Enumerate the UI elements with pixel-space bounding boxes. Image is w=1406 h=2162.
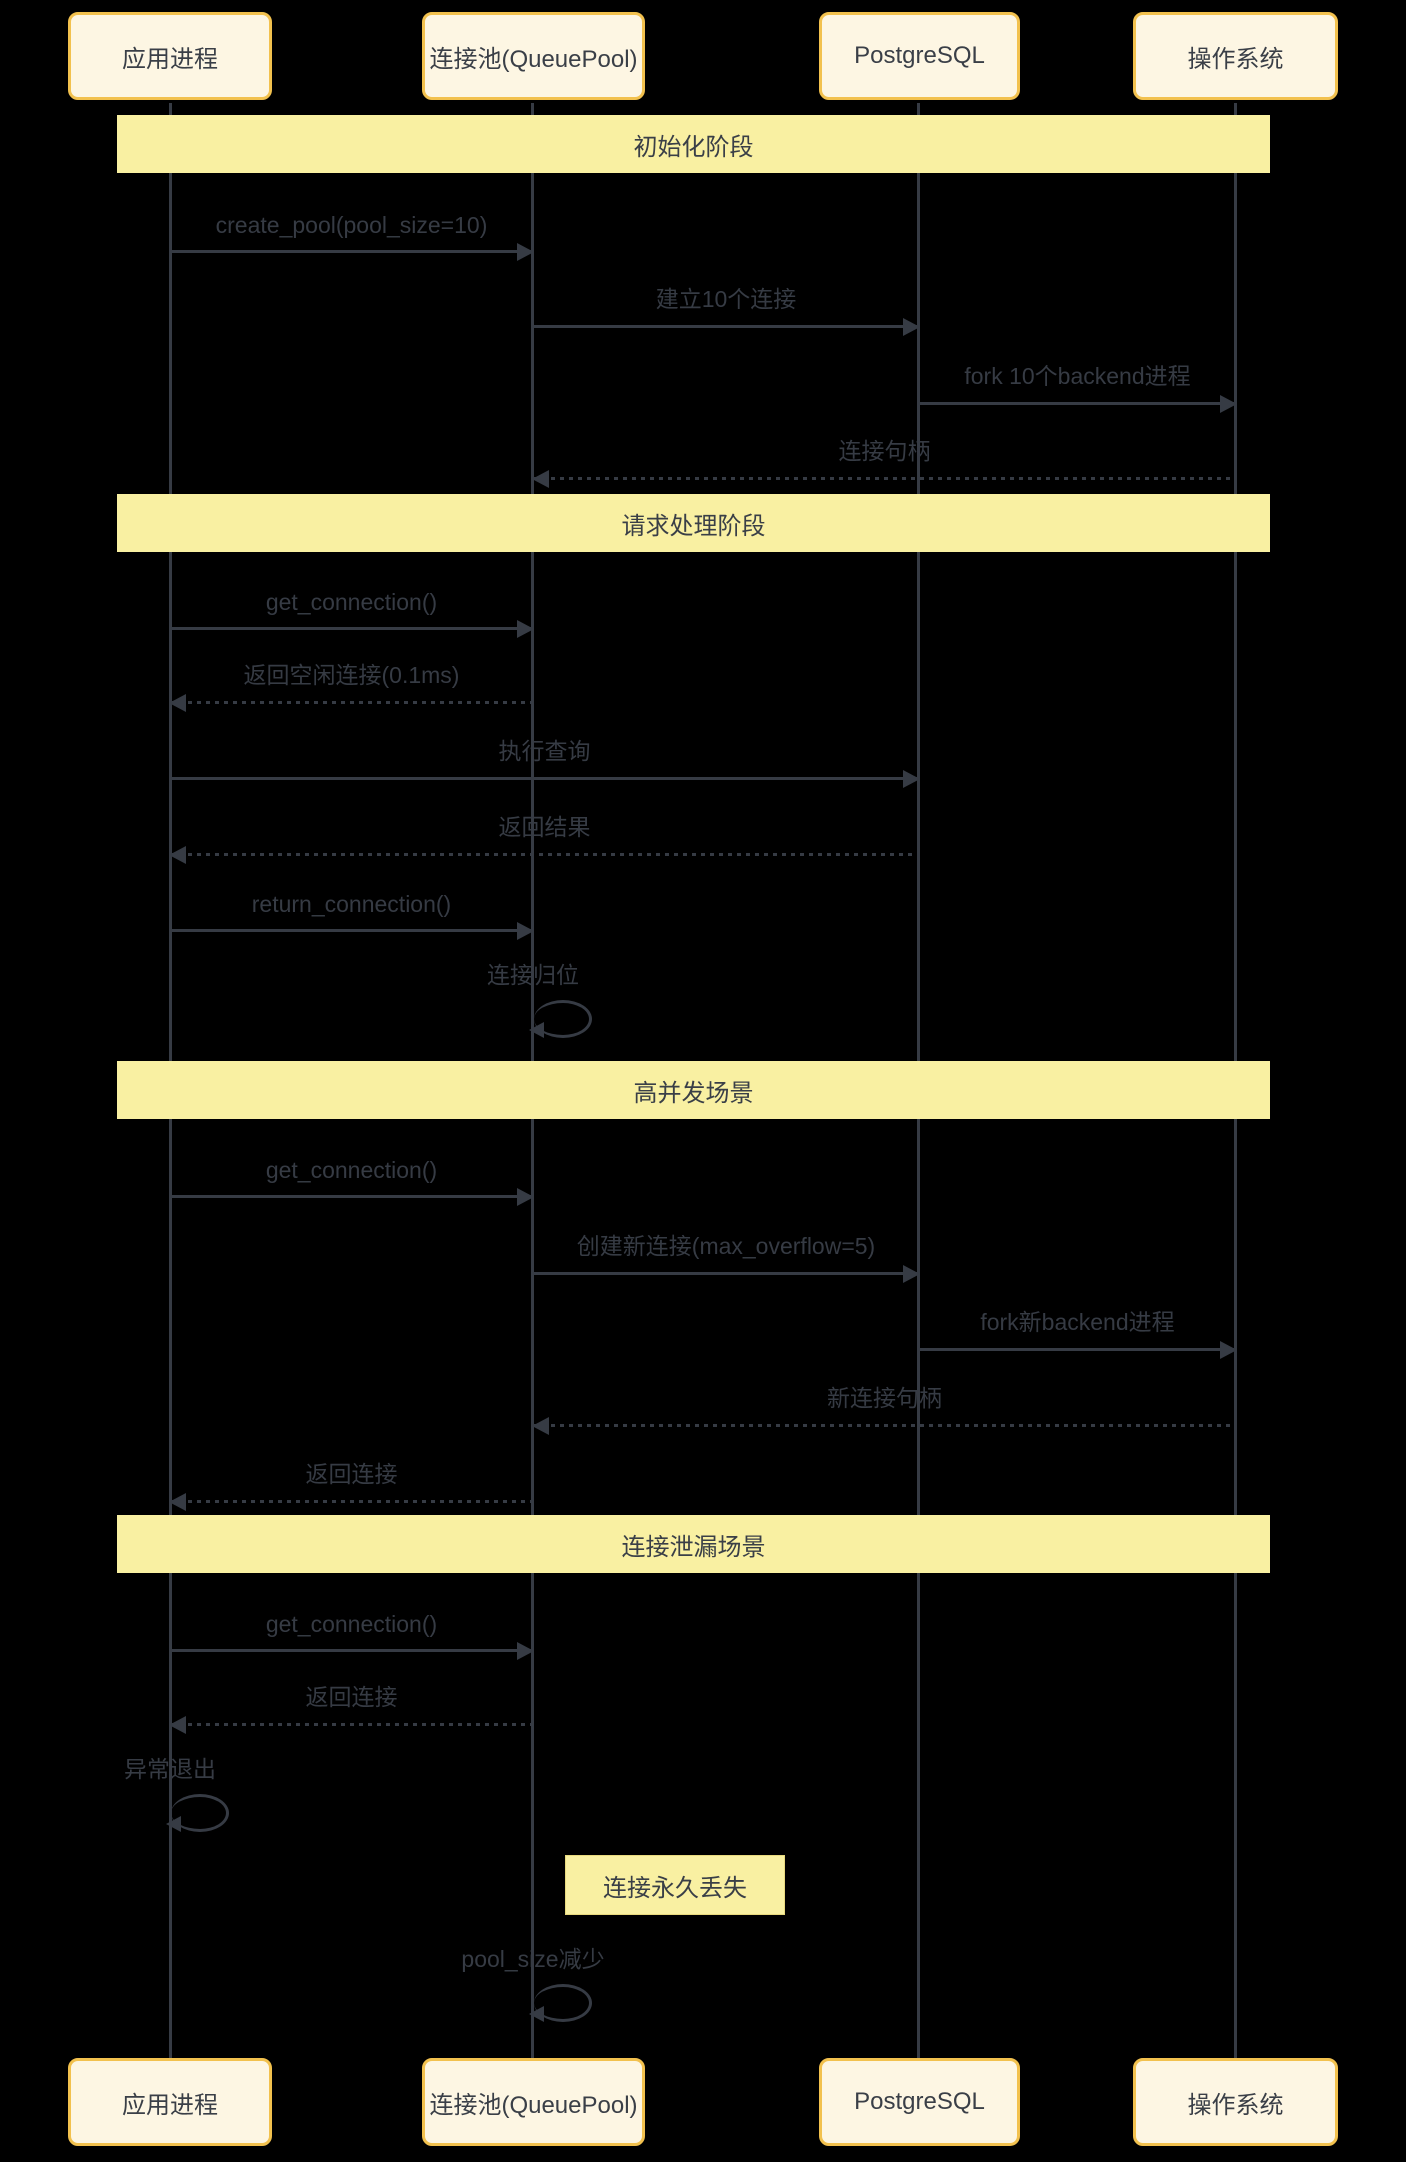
actor-top-app: 应用进程 xyxy=(68,12,272,100)
message-create-pool: create_pool(pool_size=10) xyxy=(170,201,534,261)
arrowhead-right-icon xyxy=(517,620,534,638)
self-loop-icon xyxy=(534,1000,592,1038)
arrowhead-right-icon xyxy=(517,922,534,940)
message-return-result: 返回结果 xyxy=(169,804,919,864)
arrowhead-left-icon xyxy=(529,2006,544,2022)
actor-top-pg: PostgreSQL xyxy=(819,12,1020,100)
arrowhead-right-icon xyxy=(517,243,534,261)
arrow-line xyxy=(533,325,919,328)
arrowhead-left-icon xyxy=(169,846,186,864)
section-band-request: 请求处理阶段 xyxy=(117,494,1270,552)
arrow-line xyxy=(919,1348,1236,1351)
section-label: 请求处理阶段 xyxy=(621,512,766,540)
actor-bottom-app: 应用进程 xyxy=(68,2058,272,2146)
actor-label: 连接池(QueuePool) xyxy=(429,2091,638,2119)
section-band-concurrent: 高并发场景 xyxy=(117,1061,1270,1119)
message-return-connection-1: 返回连接 xyxy=(169,1451,533,1511)
arrow-line xyxy=(533,1272,919,1275)
arrow-line xyxy=(170,701,533,704)
arrowhead-left-icon xyxy=(169,694,186,712)
message-get-connection-1: get_connection() xyxy=(170,578,534,638)
arrow-line xyxy=(170,929,533,932)
arrowhead-right-icon xyxy=(1220,395,1237,413)
arrow-line xyxy=(533,477,1236,480)
section-label: 初始化阶段 xyxy=(633,133,754,161)
arrowhead-right-icon xyxy=(1220,1341,1237,1359)
message-get-connection-3: get_connection() xyxy=(170,1600,534,1660)
arrow-line xyxy=(170,627,533,630)
message-establish-connections: 建立10个连接 xyxy=(533,276,920,336)
message-fork-backends: fork 10个backend进程 xyxy=(919,353,1237,413)
actor-label: 应用进程 xyxy=(122,45,218,73)
message-new-connection-handle: 新连接句柄 xyxy=(532,1375,1236,1435)
actor-label: 操作系统 xyxy=(1187,45,1284,73)
arrowhead-right-icon xyxy=(903,318,920,336)
message-create-new-connection: 创建新连接(max_overflow=5) xyxy=(533,1223,920,1283)
arrowhead-left-icon xyxy=(532,1417,549,1435)
arrowhead-left-icon xyxy=(169,1716,186,1734)
arrowhead-left-icon xyxy=(529,1022,544,1038)
arrow-line xyxy=(170,853,919,856)
message-connection-handles: 连接句柄 xyxy=(532,428,1236,488)
actor-label: PostgreSQL xyxy=(854,42,985,69)
arrowhead-left-icon xyxy=(166,1816,181,1832)
actor-label: 连接池(QueuePool) xyxy=(429,45,638,73)
arrowhead-right-icon xyxy=(903,770,920,788)
message-return-idle-connection: 返回空闲连接(0.1ms) xyxy=(169,652,533,712)
section-band-init: 初始化阶段 xyxy=(117,115,1270,173)
section-band-leak: 连接泄漏场景 xyxy=(117,1515,1270,1573)
message-return-connection-2: 返回连接 xyxy=(169,1674,533,1734)
note-label: 连接永久丢失 xyxy=(603,1874,747,1902)
section-label: 高并发场景 xyxy=(633,1079,754,1107)
message-execute-query: 执行查询 xyxy=(170,728,920,788)
arrowhead-left-icon xyxy=(532,470,549,488)
self-loop-icon xyxy=(534,1984,592,2022)
arrowhead-right-icon xyxy=(517,1188,534,1206)
arrowhead-right-icon xyxy=(903,1265,920,1283)
arrowhead-left-icon xyxy=(169,1493,186,1511)
message-return-connection-call: return_connection() xyxy=(170,880,534,940)
actor-label: 操作系统 xyxy=(1187,2091,1284,2119)
arrow-line xyxy=(170,1649,533,1652)
actor-label: PostgreSQL xyxy=(854,2088,985,2115)
section-label: 连接泄漏场景 xyxy=(621,1533,766,1561)
arrow-line xyxy=(533,1424,1236,1427)
actor-label: 应用进程 xyxy=(122,2091,218,2119)
arrow-line xyxy=(170,1195,533,1198)
actor-bottom-pool: 连接池(QueuePool) xyxy=(422,2058,645,2146)
self-loop-icon xyxy=(171,1794,229,1832)
actor-top-pool: 连接池(QueuePool) xyxy=(422,12,645,100)
arrow-line xyxy=(170,777,919,780)
arrowhead-right-icon xyxy=(517,1642,534,1660)
actor-bottom-os: 操作系统 xyxy=(1133,2058,1338,2146)
arrow-line xyxy=(170,1500,533,1503)
message-fork-new-backend: fork新backend进程 xyxy=(919,1299,1237,1359)
actor-top-os: 操作系统 xyxy=(1133,12,1338,100)
actor-bottom-pg: PostgreSQL xyxy=(819,2058,1020,2146)
message-get-connection-2: get_connection() xyxy=(170,1146,534,1206)
arrow-line xyxy=(170,1723,533,1726)
arrow-line xyxy=(919,402,1236,405)
note-connection-lost: 连接永久丢失 xyxy=(565,1855,785,1915)
arrow-line xyxy=(170,250,533,253)
